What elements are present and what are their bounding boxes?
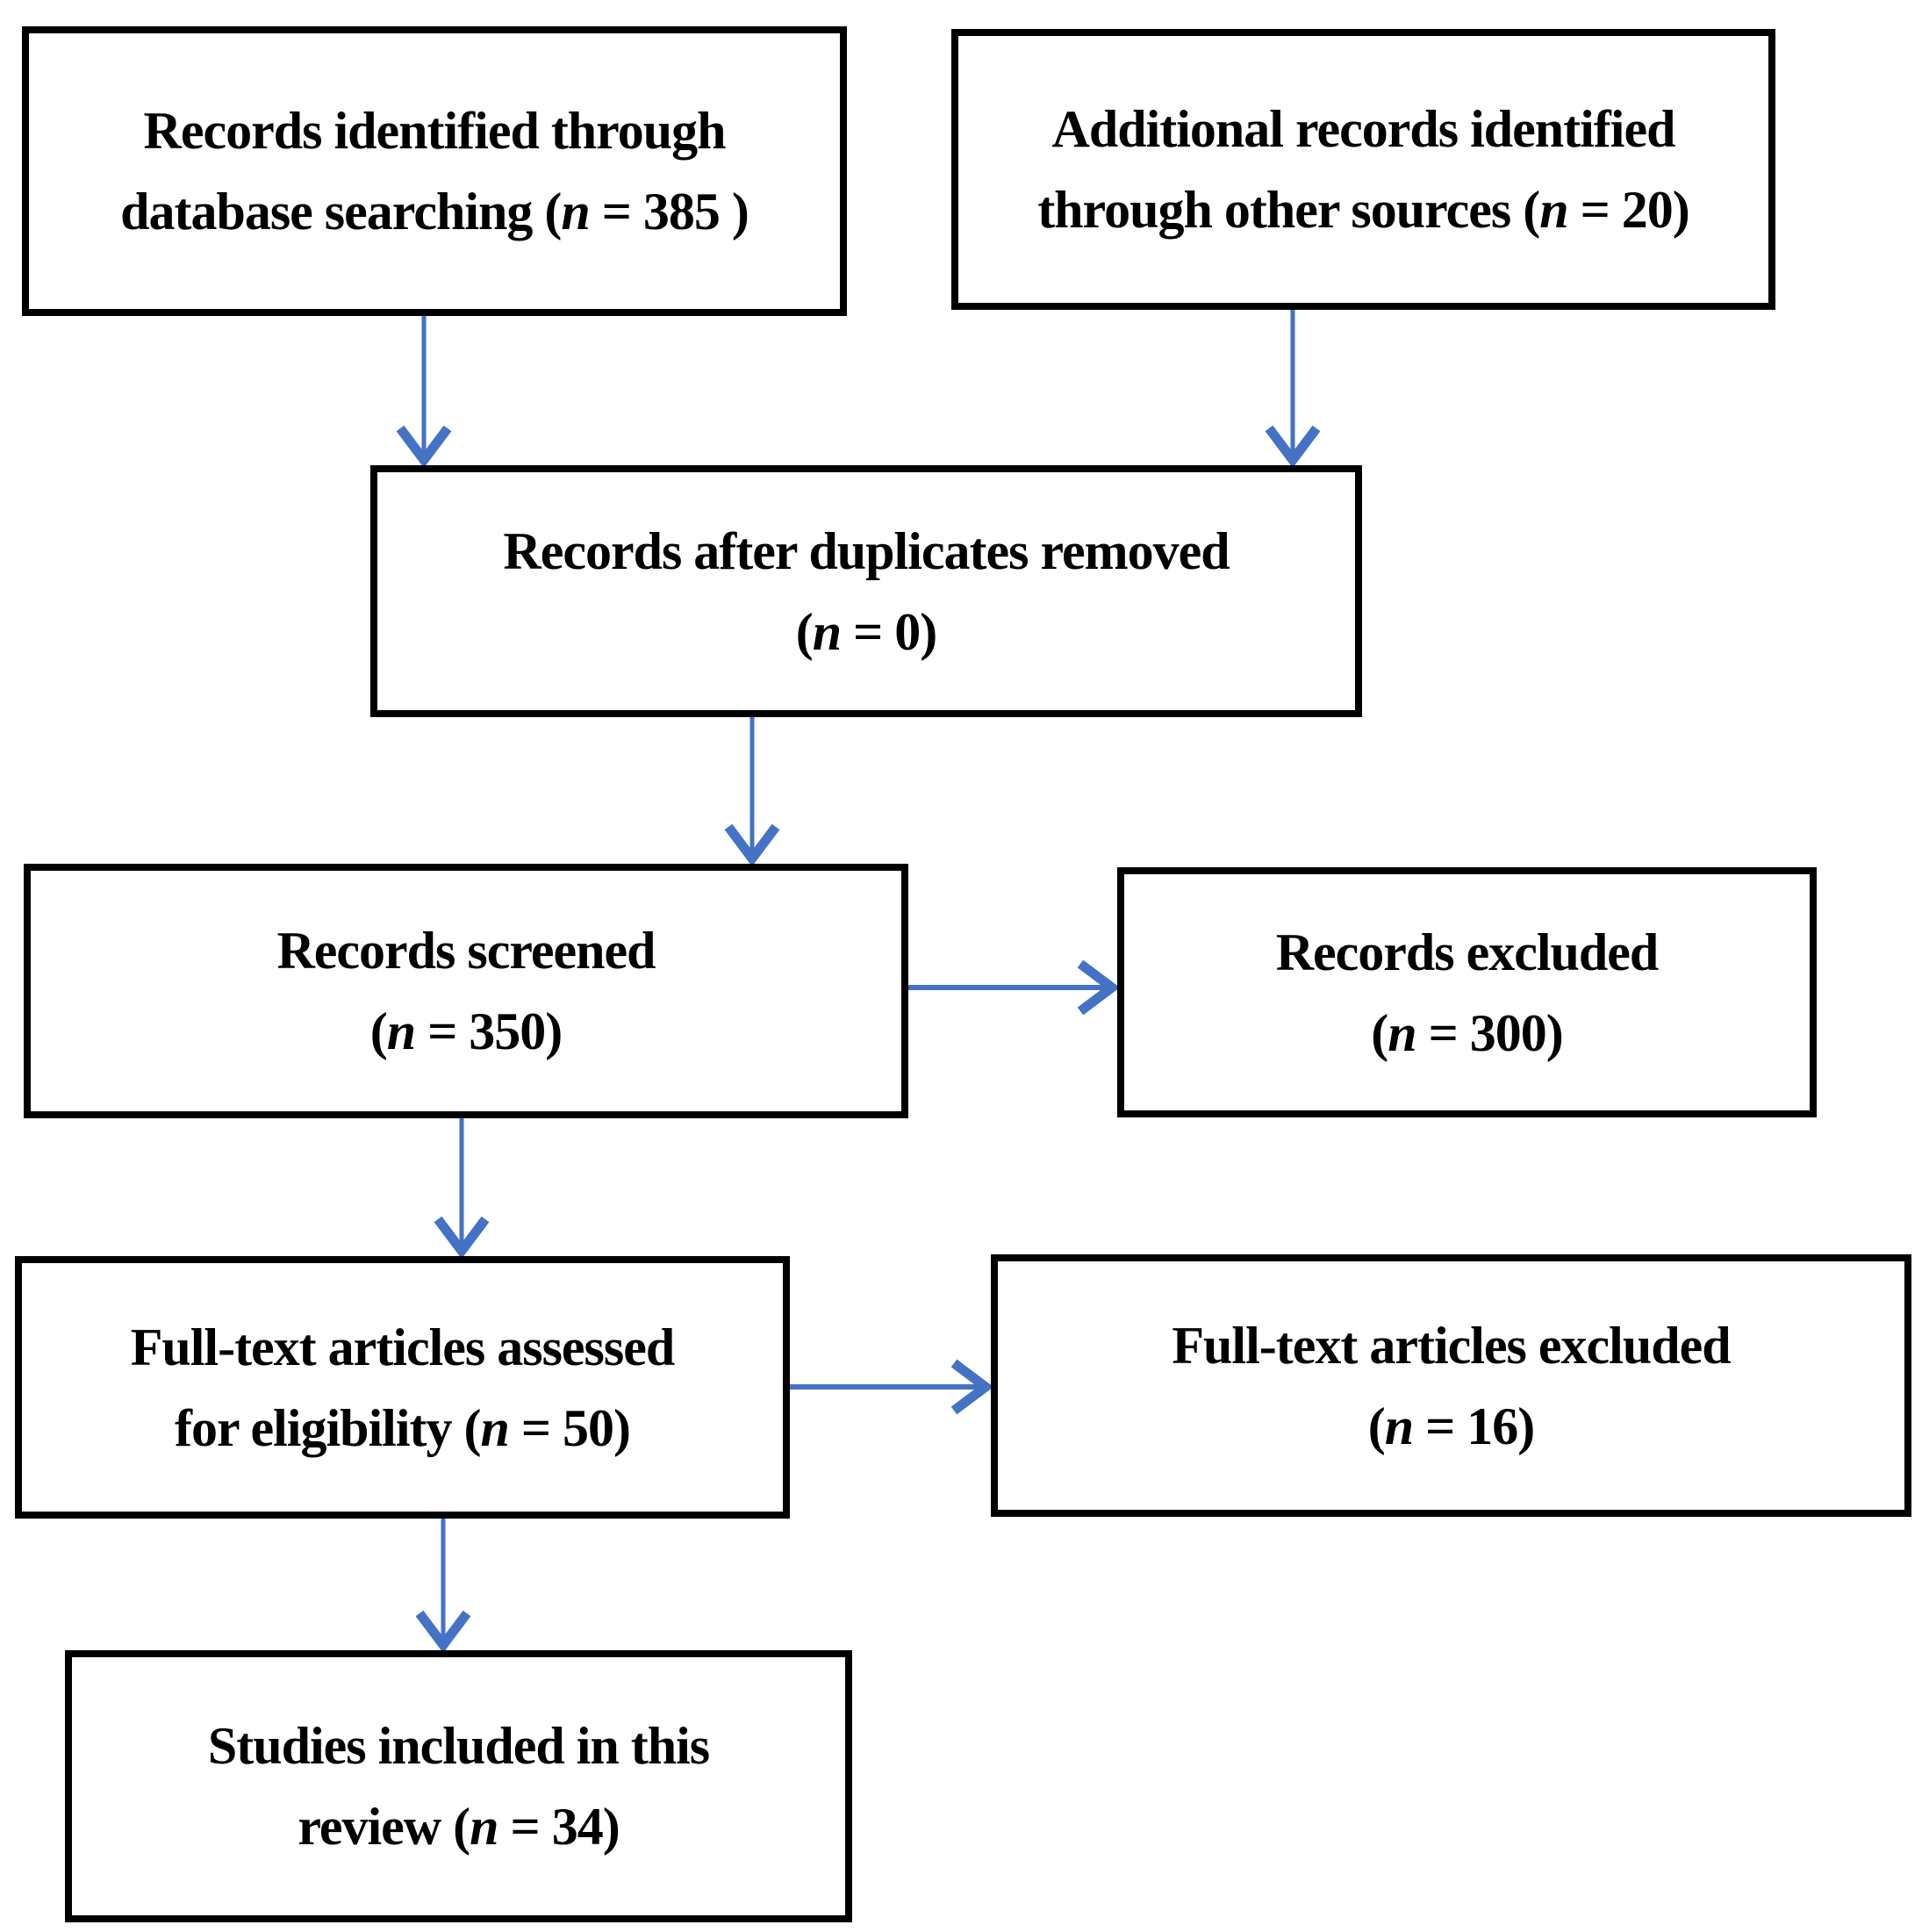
- box-additional-records: Additional records identified through ot…: [951, 29, 1775, 310]
- arrow-duplicates-to-screened-icon: [717, 717, 787, 864]
- arrow-screened-to-excluded-icon: [908, 952, 1117, 1023]
- box-text: through other sources (n = 20): [1037, 181, 1690, 239]
- box-text: Records excluded: [1275, 923, 1660, 981]
- box-records-excluded: Records excluded (n = 300): [1117, 867, 1817, 1117]
- box-after-duplicates: Records after duplicates removed (n = 0): [370, 465, 1362, 717]
- box-text: (n = 0): [795, 602, 938, 661]
- box-text: for eligibility (n = 50): [174, 1398, 631, 1457]
- box-text: review (n = 34): [298, 1798, 620, 1856]
- box-studies-included: Studies included in this review (n = 34): [65, 1650, 852, 1922]
- box-fulltext-excluded: Full-text articles excluded (n = 16): [991, 1254, 1911, 1517]
- arrow-additional-to-duplicates-icon: [1258, 310, 1328, 465]
- arrow-identified-to-duplicates-icon: [389, 316, 459, 465]
- box-text: database searching (n = 385 ): [120, 183, 749, 241]
- box-text: Records after duplicates removed: [503, 521, 1230, 580]
- box-text: Records screened: [276, 922, 656, 980]
- box-text: (n = 300): [1371, 1003, 1564, 1062]
- box-text: Studies included in this: [207, 1717, 710, 1775]
- box-text: (n = 350): [369, 1002, 563, 1060]
- box-text: (n = 16): [1367, 1397, 1536, 1455]
- box-text: Full-text articles excluded: [1172, 1316, 1731, 1375]
- box-records-identified: Records identified through database sear…: [22, 26, 847, 316]
- arrow-fulltext-to-excluded-icon: [790, 1352, 991, 1422]
- box-records-screened: Records screened (n = 350): [24, 864, 908, 1118]
- box-text: Full-text articles assessed: [130, 1318, 676, 1376]
- box-text: Records identified through: [143, 102, 727, 160]
- arrow-screened-to-fulltext-icon: [427, 1118, 497, 1256]
- box-fulltext-assessed: Full-text articles assessed for eligibil…: [15, 1256, 790, 1519]
- box-text: Additional records identified: [1051, 100, 1676, 158]
- arrow-fulltext-to-included-icon: [408, 1519, 478, 1650]
